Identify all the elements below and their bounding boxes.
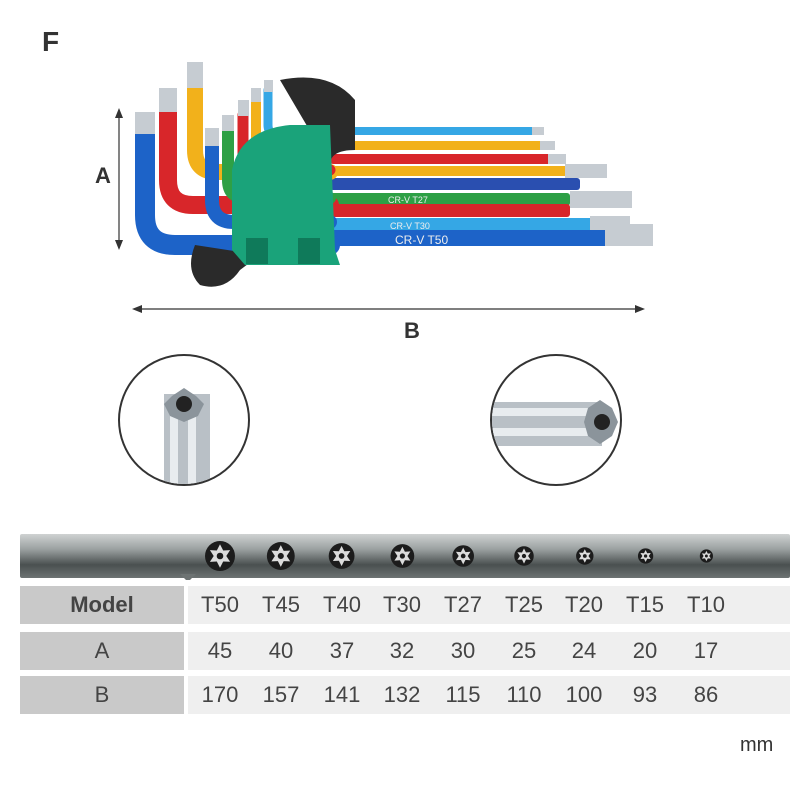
key-marking-t50: CR-V T50 [395,233,448,247]
model-cell: T15 [626,592,664,617]
torx-profile-icon [637,548,654,564]
b-cell: 86 [693,682,719,707]
dimension-a-arrow [115,108,123,250]
b-cell: 93 [632,682,658,707]
b-cell: 110 [506,682,542,707]
torx-key-set-illustration: CR-V T50 CR-V T30 CR-V T27 [115,62,653,313]
torx-profile-icon [452,545,475,567]
torx-profile-icon [328,543,355,569]
row-b-values: 170 157 141 132 115 110 100 93 86 [188,676,790,714]
table-row-a: A 45 40 37 32 30 25 24 20 17 [20,632,790,670]
a-cell: 30 [450,638,476,663]
torx-profile-icon [576,547,594,565]
a-cell: 32 [389,638,415,663]
model-cell: T30 [383,592,421,617]
b-cell: 141 [323,682,361,707]
b-cell: 100 [565,682,603,707]
torx-profile-bar [20,534,790,580]
model-values: T50 T45 T40 T30 T27 T25 T20 T15 T10 [188,586,790,624]
green-holder [191,77,355,287]
key-short-tips [135,62,273,146]
a-cell: 24 [571,638,597,663]
key-marking-t27: CR-V T27 [388,195,428,205]
model-cell: T50 [201,592,239,617]
torx-profile-icon [699,549,714,563]
variant-letter: F [42,26,60,57]
unit-label: mm [740,734,774,756]
model-cell: T10 [687,592,725,617]
torx-profile-icons [180,541,714,580]
model-cell: T40 [323,592,361,617]
torx-profile-icon [390,544,415,568]
dimension-b-arrow [132,305,645,313]
tip-detail-circle-right [490,354,622,486]
a-cell: 45 [207,638,233,663]
model-cell: T20 [565,592,603,617]
a-cell: 37 [329,638,355,663]
b-cell: 115 [445,682,481,707]
dimension-b-label: B [404,318,420,343]
b-cell: 157 [262,682,300,707]
dimension-a-label: A [95,163,111,188]
model-header: Model [20,586,184,624]
a-cell: 20 [632,638,658,663]
row-b-header: B [20,676,184,714]
key-long-arms [330,127,653,246]
row-a-header: A [20,632,184,670]
tip-detail-circle-left [118,354,250,486]
table-row-model: Model T50 T45 T40 T30 T27 T25 T20 T15 T1… [20,586,790,624]
torx-profile-icon [514,546,534,566]
b-cell: 132 [383,682,421,707]
model-cell: T27 [444,592,482,617]
a-cell: 25 [511,638,537,663]
key-marking-t30: CR-V T30 [390,221,430,231]
table-row-b: B 170 157 141 132 115 110 100 93 86 [20,676,790,714]
b-cell: 170 [201,682,239,707]
model-cell: T25 [505,592,543,617]
torx-profile-icon [205,541,235,571]
torx-profile-icon [266,542,295,570]
a-cell: 40 [268,638,294,663]
row-a-values: 45 40 37 32 30 25 24 20 17 [188,632,790,670]
model-cell: T45 [262,592,300,617]
a-cell: 17 [693,638,719,663]
